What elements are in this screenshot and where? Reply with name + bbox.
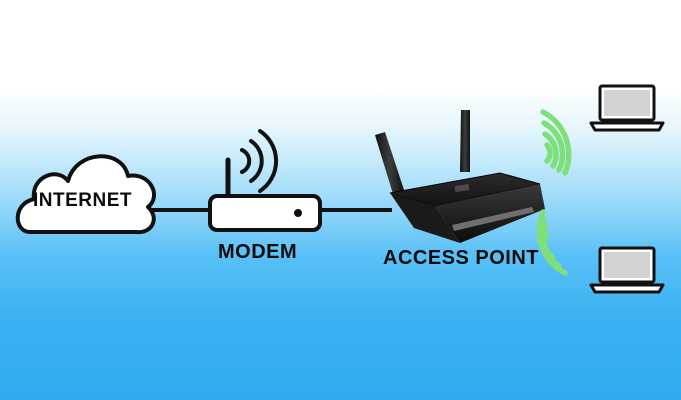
laptop-icon: [589, 84, 665, 132]
internet-label: INTERNET: [33, 190, 132, 211]
laptop-icon: [589, 246, 665, 294]
wifi-signal-upper-icon: [540, 109, 572, 176]
access-point-label: ACCESS POINT: [383, 247, 540, 269]
cloud-icon: [15, 154, 156, 235]
modem-icon: [208, 129, 322, 232]
wifi-signal-lower-icon: [536, 209, 568, 276]
modem-wifi-waves-icon: [240, 129, 279, 193]
modem-label: MODEM: [218, 241, 298, 263]
router-icon: [375, 110, 545, 243]
